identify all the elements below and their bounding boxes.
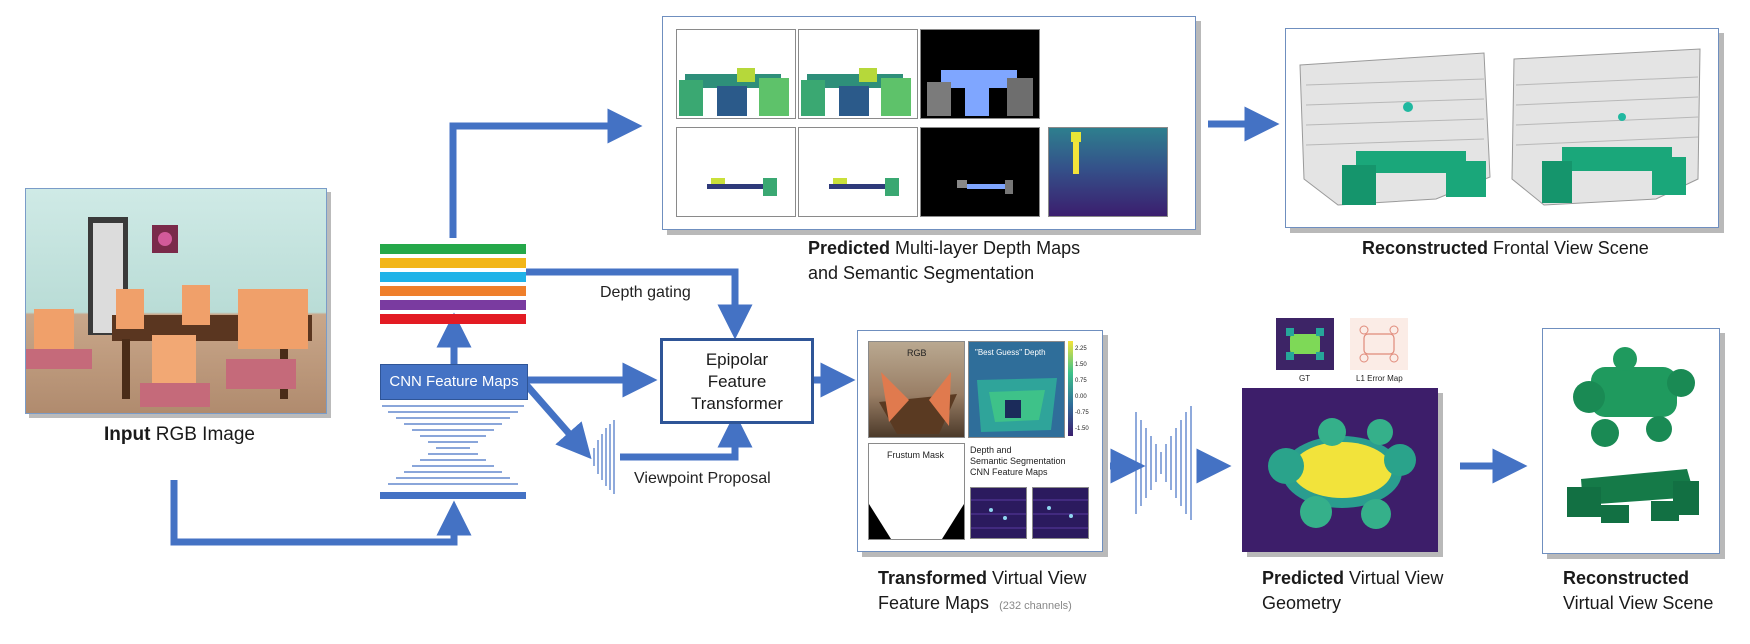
transformed-features-panel: RGB "Best Guess" Depth 2.25 1.50 0.75 0.… (857, 330, 1103, 552)
feature-bands (380, 244, 526, 324)
gt-thumbnail (1276, 318, 1334, 370)
band-green (380, 244, 526, 254)
predicted-depth-caption: Predicted Multi-layer Depth Maps and Sem… (808, 238, 1081, 283)
reconstructed-virtual-caption: Reconstructed Virtual View Scene (1563, 568, 1714, 613)
band-yellow (380, 258, 526, 268)
frontal-reconstruction-panel (1285, 28, 1719, 228)
depth-heatmap-tile (1048, 127, 1168, 217)
depth-tile-4 (798, 127, 918, 217)
depth-gating-label: Depth gating (600, 284, 691, 301)
input-caption: Input RGB Image (104, 424, 255, 445)
virtual-hourglass (1135, 406, 1192, 520)
reconstructed-frontal-caption: Reconstructed Frontal View Scene (1362, 238, 1649, 258)
band-cyan (380, 272, 526, 282)
predicted-geometry-image (1242, 388, 1438, 552)
encoder-base-bar (380, 492, 526, 499)
depth-tile-2 (798, 29, 918, 119)
band-orange (380, 286, 526, 296)
viewpoint-to-epipolar-arrow (620, 412, 753, 461)
depth-colorbar (1068, 341, 1073, 436)
depth-gating-arrow (526, 268, 753, 340)
epipolar-line3: Transformer (691, 394, 783, 413)
frustum-mask-label: Frustum Mask (887, 450, 945, 460)
best-guess-depth-tile: "Best Guess" Depth (968, 341, 1065, 438)
cnn-feature-map-1 (970, 487, 1027, 539)
bands-to-depth-maps-arrow (449, 108, 643, 238)
rgb-tile-label: RGB (907, 348, 927, 358)
channels-note: (232 channels) (999, 600, 1072, 612)
cnn-to-viewpoint-arrow (519, 377, 592, 460)
rgb-feature-tile: RGB (868, 341, 965, 438)
cnn-feature-maps-box: CNN Feature Maps (380, 364, 528, 400)
depth-tile-1 (676, 29, 796, 119)
depth-tile-3 (676, 127, 796, 217)
frustum-mask-tile: Frustum Mask (868, 443, 965, 540)
band-red (380, 314, 526, 324)
cnn-hourglass (382, 405, 524, 485)
transformed-caption: Transformed Virtual View Feature Maps (2… (878, 568, 1087, 613)
l1-error-thumbnail (1350, 318, 1408, 370)
semantic-tile-2 (920, 127, 1040, 217)
input-rgb-image (25, 188, 327, 414)
colorbar-ticks: 2.25 1.50 0.75 0.00 -0.75 -1.50 (1075, 346, 1089, 432)
gt-label: GT (1299, 374, 1311, 383)
cnn-feature-text: Depth and Semantic Segmentation CNN Feat… (970, 445, 1066, 477)
best-guess-label: "Best Guess" Depth (975, 348, 1046, 357)
epipolar-line2: Feature (707, 372, 767, 391)
viewpoint-fan (589, 420, 615, 494)
predicted-virtual-caption: Predicted Virtual View Geometry (1262, 568, 1444, 613)
semantic-tile-1 (920, 29, 1040, 119)
input-to-cnn-arrow (170, 480, 472, 546)
l1-error-label: L1 Error Map (1356, 374, 1403, 383)
virtual-reconstruction-panel (1542, 328, 1720, 554)
epipolar-line1: Epipolar (705, 350, 769, 369)
band-purple (380, 300, 526, 310)
viewpoint-proposal-label: Viewpoint Proposal (634, 470, 771, 487)
epipolar-feature-transformer-box: Epipolar Feature Transformer (660, 338, 814, 424)
cnn-feature-maps-label: CNN Feature Maps (389, 373, 519, 390)
cnn-feature-map-2 (1032, 487, 1089, 539)
depth-maps-panel (662, 16, 1196, 230)
